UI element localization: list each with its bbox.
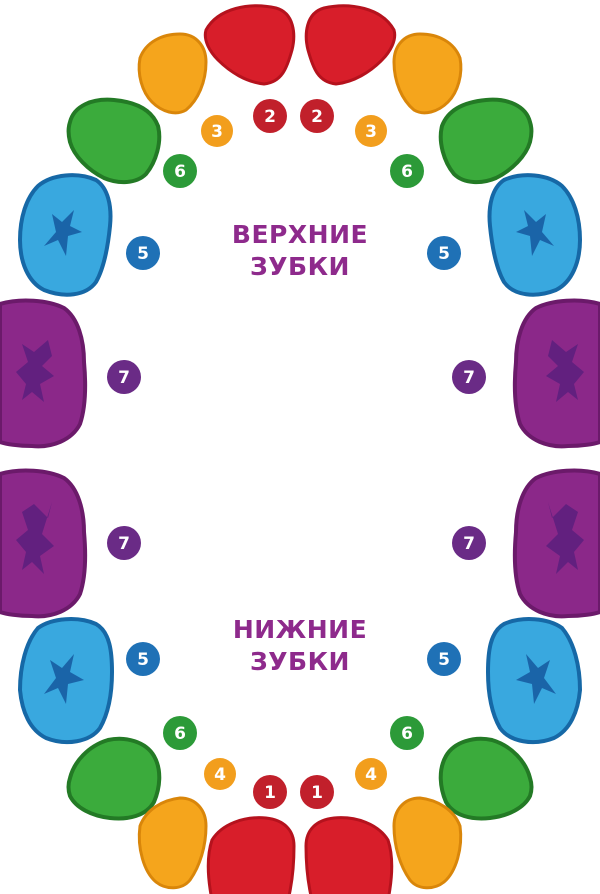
lower-arch-title: НИЖНИЕ ЗУБКИ bbox=[0, 614, 600, 678]
upper-right-first-molar bbox=[487, 173, 582, 297]
svg-text:4: 4 bbox=[214, 765, 226, 785]
lower-right-canine bbox=[392, 796, 463, 890]
svg-text:1: 1 bbox=[264, 783, 276, 803]
lower-badge-lateral-left: 6 bbox=[163, 716, 197, 750]
lower-badge-first-molar-right: 5 bbox=[427, 642, 461, 676]
lower-badge-central-left: 1 bbox=[253, 775, 287, 809]
lower-right-central-incisor bbox=[304, 816, 394, 894]
svg-text:2: 2 bbox=[264, 107, 276, 127]
svg-text:6: 6 bbox=[174, 162, 186, 182]
lower-left-lateral-tooth bbox=[66, 736, 162, 821]
lower-badge-central-right: 1 bbox=[300, 775, 334, 809]
svg-text:6: 6 bbox=[401, 162, 413, 182]
upper-badge-central-left: 2 bbox=[253, 99, 287, 133]
upper-right-canine bbox=[392, 32, 463, 115]
upper-badge-second-molar-right: 7 bbox=[452, 360, 486, 394]
upper-left-central-incisor bbox=[203, 4, 296, 86]
upper-right-second-molar bbox=[512, 298, 600, 449]
upper-left-first-molar bbox=[18, 173, 113, 297]
upper-right-lateral-tooth bbox=[438, 97, 534, 185]
upper-badge-canine-right: 3 bbox=[355, 115, 387, 147]
upper-badge-lateral-left: 6 bbox=[163, 154, 197, 188]
svg-text:3: 3 bbox=[211, 122, 223, 142]
lower-left-central-incisor bbox=[206, 816, 296, 894]
lower-title-line2: ЗУБКИ bbox=[250, 647, 350, 676]
upper-badge-first-molar-right: 5 bbox=[427, 236, 461, 270]
upper-badge-central-right: 2 bbox=[300, 99, 334, 133]
lower-arch: 7 7 5 5 6 6 4 4 1 1 bbox=[0, 468, 600, 894]
upper-badge-lateral-right: 6 bbox=[390, 154, 424, 188]
svg-text:3: 3 bbox=[365, 122, 377, 142]
upper-title-line2: ЗУБКИ bbox=[250, 252, 350, 281]
svg-text:6: 6 bbox=[401, 724, 413, 744]
lower-badge-canine-left: 4 bbox=[204, 758, 236, 790]
svg-text:7: 7 bbox=[118, 368, 130, 388]
lower-badge-canine-right: 4 bbox=[355, 758, 387, 790]
svg-text:4: 4 bbox=[365, 765, 377, 785]
svg-text:1: 1 bbox=[311, 783, 323, 803]
svg-text:5: 5 bbox=[137, 650, 149, 670]
svg-text:7: 7 bbox=[118, 534, 130, 554]
upper-badge-second-molar-left: 7 bbox=[107, 360, 141, 394]
lower-badge-lateral-right: 6 bbox=[390, 716, 424, 750]
upper-title-line1: ВЕРХНИЕ bbox=[231, 220, 369, 249]
lower-badge-second-molar-left: 7 bbox=[107, 526, 141, 560]
lower-title-line1: НИЖНИЕ bbox=[232, 615, 368, 644]
lower-right-second-molar bbox=[512, 468, 600, 619]
lower-badge-second-molar-right: 7 bbox=[452, 526, 486, 560]
upper-badge-canine-left: 3 bbox=[201, 115, 233, 147]
lower-left-first-molar bbox=[18, 617, 114, 745]
lower-right-lateral-tooth bbox=[438, 736, 534, 821]
lower-badge-first-molar-left: 5 bbox=[126, 642, 160, 676]
lower-left-canine bbox=[137, 796, 208, 890]
upper-left-second-molar bbox=[0, 298, 88, 449]
svg-text:2: 2 bbox=[311, 107, 323, 127]
lower-right-first-molar bbox=[486, 617, 582, 745]
svg-text:5: 5 bbox=[438, 650, 450, 670]
svg-text:7: 7 bbox=[463, 368, 475, 388]
svg-text:5: 5 bbox=[137, 244, 149, 264]
upper-arch: 2 2 3 3 6 6 5 5 7 7 bbox=[0, 4, 600, 449]
upper-left-canine bbox=[137, 32, 208, 115]
upper-arch-title: ВЕРХНИЕ ЗУБКИ bbox=[0, 219, 600, 283]
upper-right-central-incisor bbox=[304, 4, 397, 86]
svg-text:7: 7 bbox=[463, 534, 475, 554]
svg-text:5: 5 bbox=[438, 244, 450, 264]
lower-left-second-molar bbox=[0, 468, 88, 619]
svg-text:6: 6 bbox=[174, 724, 186, 744]
upper-badge-first-molar-left: 5 bbox=[126, 236, 160, 270]
upper-left-lateral-tooth bbox=[66, 97, 162, 185]
